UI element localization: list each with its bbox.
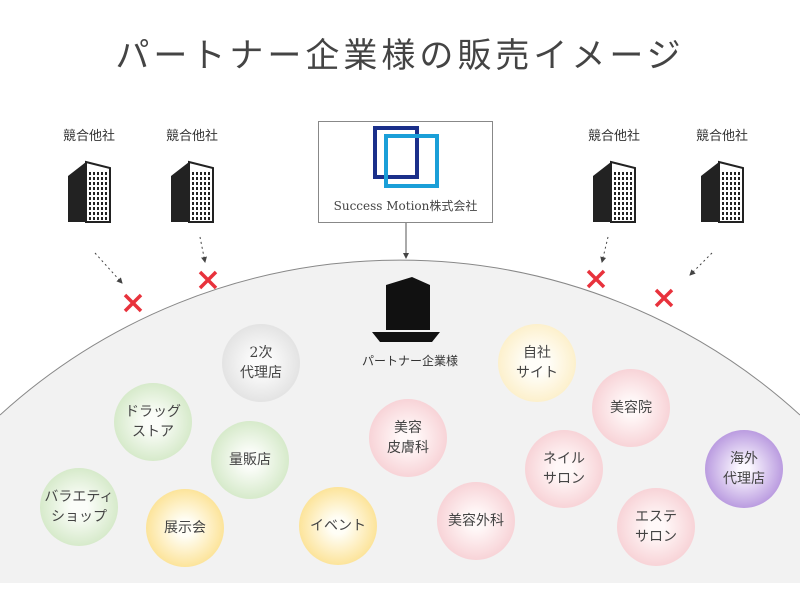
x-mark-icon	[198, 270, 218, 290]
competitor-1: 競合他社	[49, 125, 129, 224]
channel-circle: 2次 代理店	[222, 324, 300, 402]
dotted-arrow	[199, 236, 207, 263]
channel-circle: 量販店	[211, 421, 289, 499]
dotted-arrow	[94, 252, 123, 284]
building-icon	[171, 160, 214, 223]
channel-circle: イベント	[299, 487, 377, 565]
channel-circle: ドラッグ ストア	[114, 383, 192, 461]
partner-building-icon	[372, 277, 440, 342]
building-icon	[68, 160, 111, 223]
channel-circle: 自社 サイト	[498, 324, 576, 402]
channel-circle: 美容外科	[437, 482, 515, 560]
channel-circle: 美容 皮膚科	[369, 399, 447, 477]
channel-circle: ネイル サロン	[525, 430, 603, 508]
competitor-4: 競合他社	[682, 125, 762, 224]
channel-circle: 美容院	[592, 369, 670, 447]
company-name: Success Motion株式会社	[333, 199, 478, 213]
competitor-label: 競合他社	[165, 129, 218, 144]
dotted-arrow	[600, 236, 609, 263]
dotted-arrow	[689, 252, 713, 276]
building-icon	[593, 160, 636, 223]
page-title: パートナー企業様の販売イメージ	[115, 36, 685, 76]
x-mark-icon	[654, 288, 674, 308]
channel-circle: 展示会	[146, 489, 224, 567]
building-icon	[701, 160, 744, 223]
company-logo-box: Success Motion株式会社	[318, 121, 493, 223]
competitor-2: 競合他社	[152, 125, 232, 224]
x-mark-icon	[123, 293, 143, 313]
competitor-3: 競合他社	[574, 125, 654, 224]
blocked-icons	[123, 269, 674, 313]
competitor-label: 競合他社	[587, 129, 640, 144]
channel-circle: エステ サロン	[617, 488, 695, 566]
partner-label: パートナー企業様	[361, 354, 458, 368]
channel-circle: バラエティ ショップ	[40, 468, 118, 546]
company-logo-icon	[373, 126, 439, 188]
x-mark-icon	[586, 269, 606, 289]
competitor-label: 競合他社	[62, 129, 115, 144]
channel-circle: 海外 代理店	[705, 430, 783, 508]
competitor-label: 競合他社	[695, 129, 748, 144]
